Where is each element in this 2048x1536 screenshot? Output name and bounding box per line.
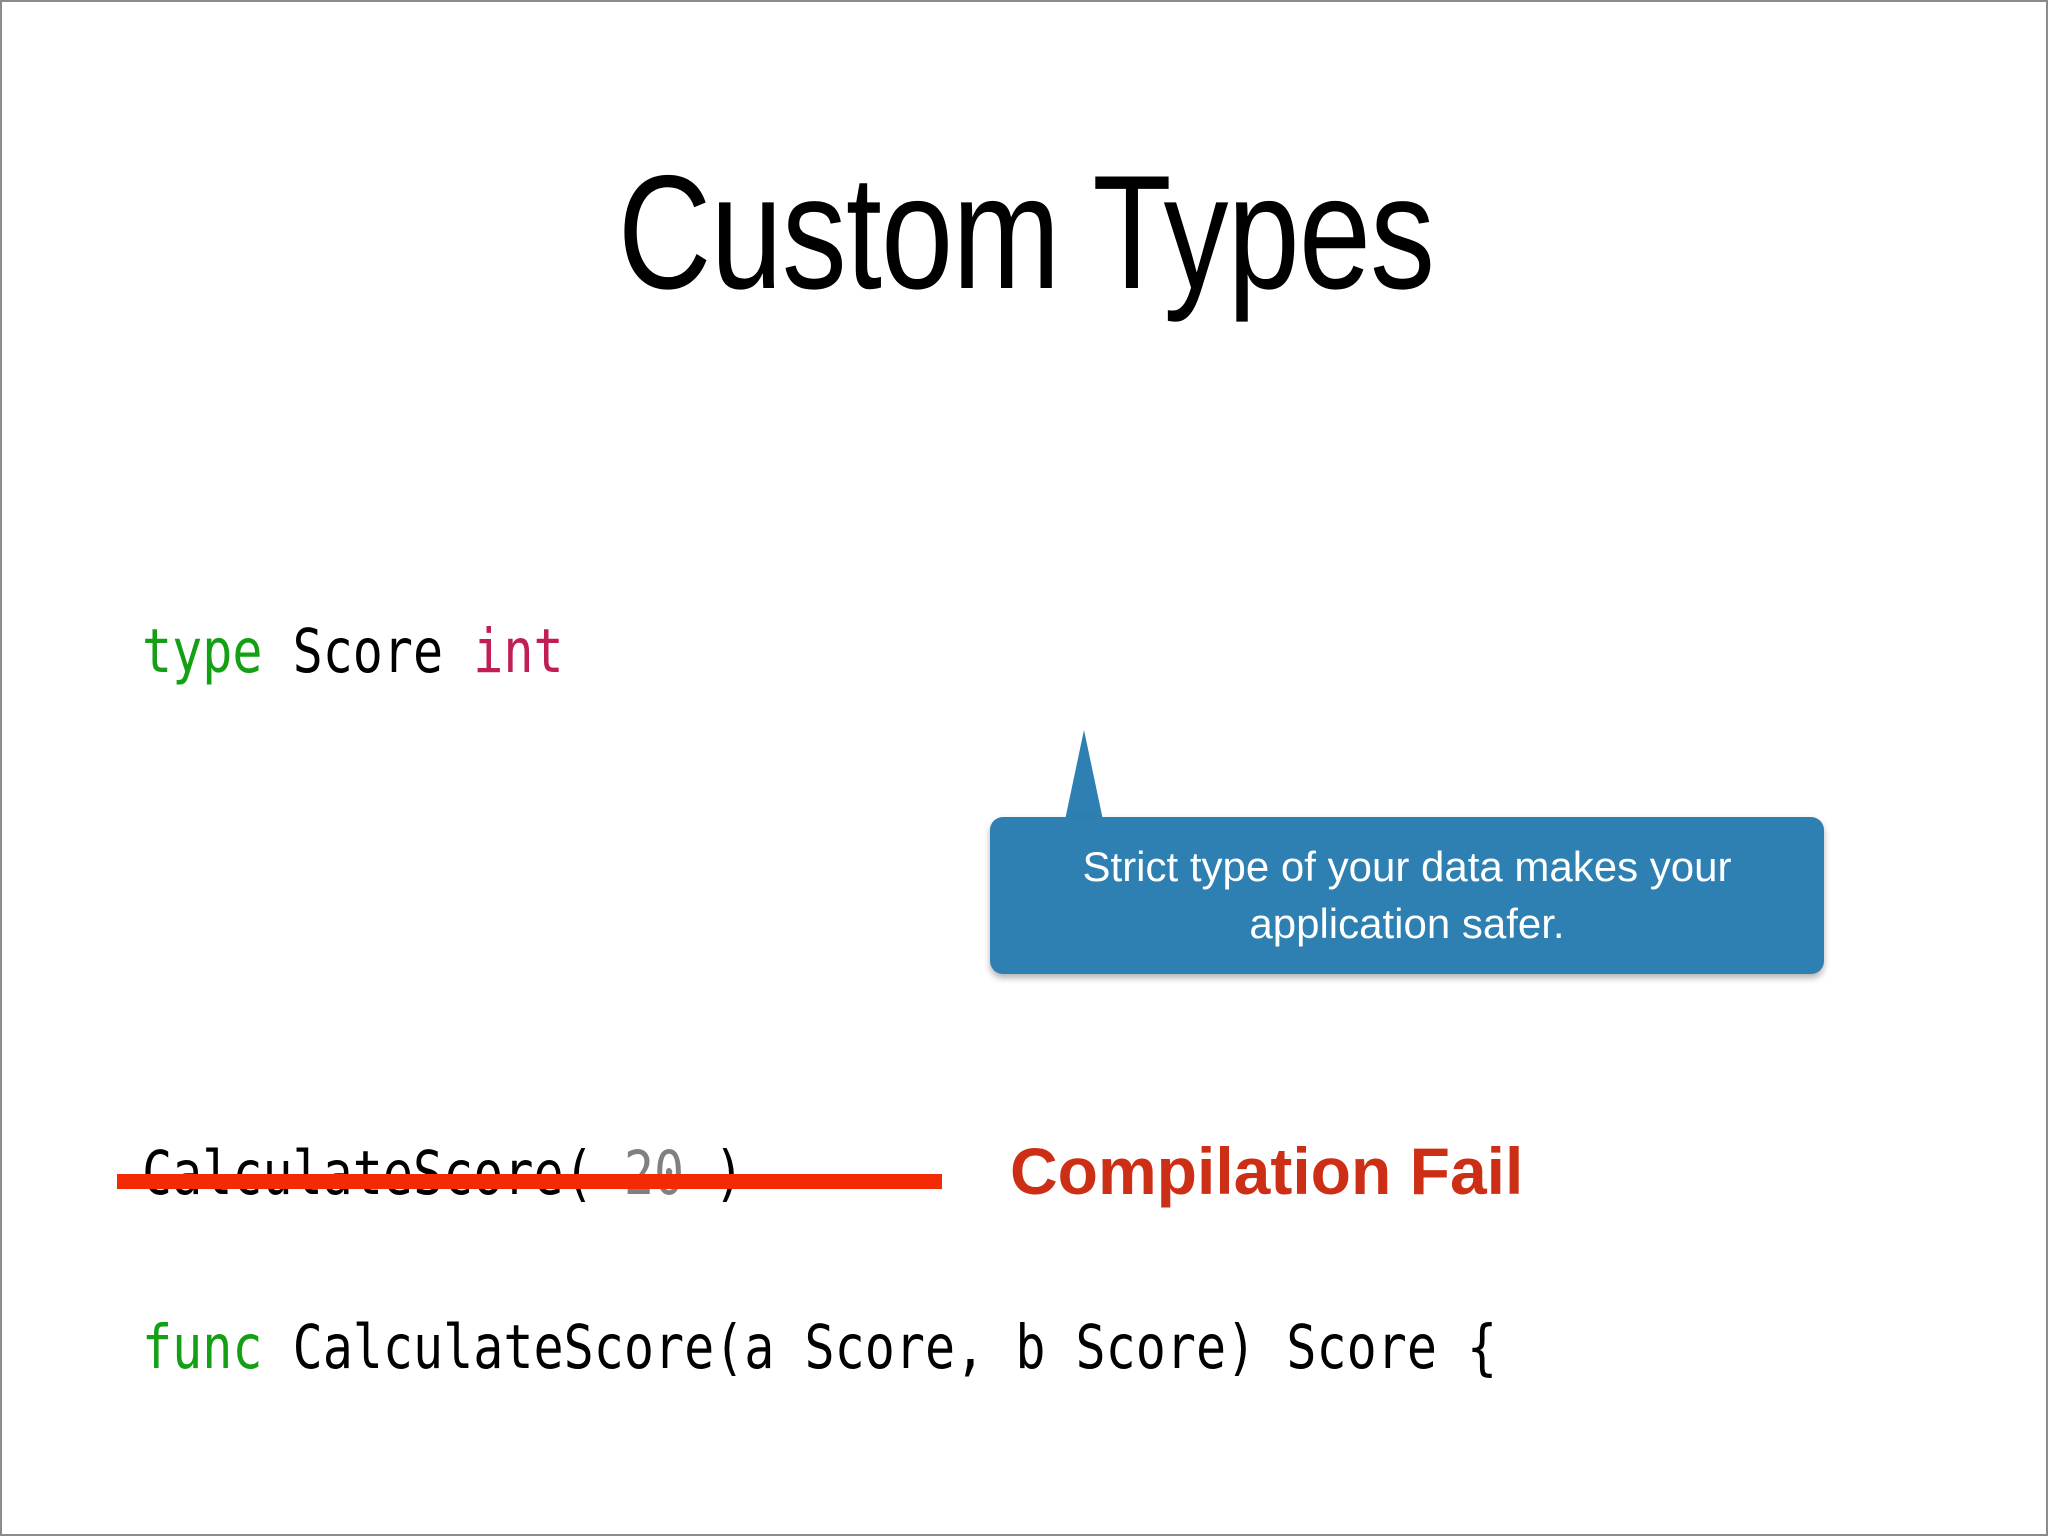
- code-token-score-name: Score: [262, 616, 474, 687]
- code-block: type Score int func CalculateScore(a Sco…: [142, 434, 1497, 1534]
- invalid-call-argument: 20: [624, 1138, 684, 1209]
- code-token-keyword-func: func: [142, 1312, 263, 1383]
- page-title: Custom Types: [617, 142, 1435, 323]
- invalid-call-line: CalculateScore( 20 ): [142, 1130, 744, 1217]
- invalid-call-prefix: CalculateScore(: [142, 1138, 624, 1209]
- code-token-func-signature: CalculateScore(a Score, b Score) Score {: [262, 1312, 1498, 1383]
- callout-pointer-icon: [1065, 730, 1103, 820]
- invalid-call-suffix: ): [684, 1138, 744, 1209]
- code-line-func-signature: func CalculateScore(a Score, b Score) Sc…: [142, 1304, 1497, 1391]
- code-token-keyword-type: type: [142, 616, 263, 687]
- callout-bubble: Strict type of your data makes your appl…: [990, 817, 1824, 974]
- code-line-type-declaration: type Score int: [142, 608, 1497, 695]
- compilation-fail-label: Compilation Fail: [1010, 1134, 1524, 1208]
- strikethrough-bar: [117, 1174, 942, 1189]
- callout-text: Strict type of your data makes your appl…: [1082, 842, 1732, 947]
- code-token-int-type: int: [473, 616, 564, 687]
